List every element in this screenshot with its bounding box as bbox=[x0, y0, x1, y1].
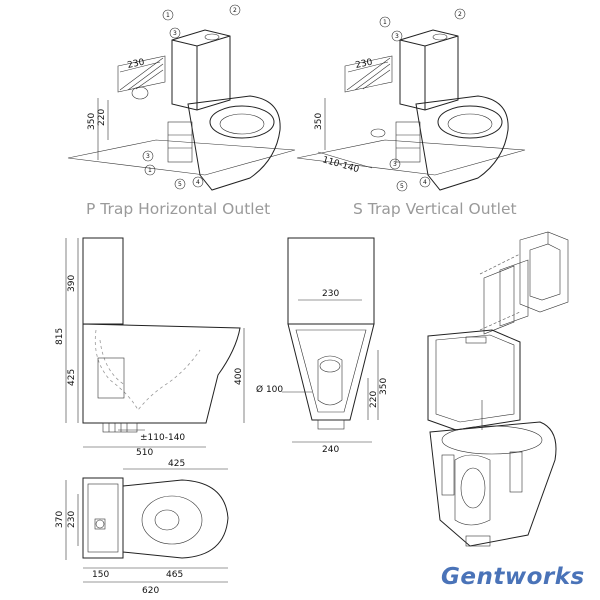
front-dim-220: 220 bbox=[369, 391, 379, 408]
callout-s3b: 3 bbox=[393, 161, 397, 168]
front-dim-350: 350 bbox=[379, 378, 389, 395]
plan-view-drawing: 425 370 230 150 465 620 bbox=[55, 459, 229, 596]
iso-p-dim-220: 220 bbox=[97, 109, 107, 126]
front-dim-240: 240 bbox=[322, 445, 339, 455]
front-dim-dia100: Ø 100 bbox=[256, 384, 283, 395]
exploded-iso-drawing bbox=[427, 231, 569, 547]
callout-s2: 2 bbox=[458, 11, 462, 18]
iso-s-dim-230: 230 bbox=[355, 58, 374, 71]
side-dim-390: 390 bbox=[67, 275, 77, 292]
caption-s-trap: S Trap Vertical Outlet bbox=[353, 200, 517, 218]
plan-dim-150: 150 bbox=[92, 570, 109, 580]
iso-p-dim-350: 350 bbox=[87, 113, 97, 130]
iso-s-trap-drawing: 230 350 110-140 1 2 3 3 5 4 bbox=[296, 8, 526, 192]
caption-p-trap: P Trap Horizontal Outlet bbox=[86, 200, 271, 218]
side-dim-425: 425 bbox=[67, 369, 77, 386]
side-elevation-drawing: 815 390 425 400 ±110-140 510 bbox=[55, 237, 245, 458]
iso-s-dim-range: 110-140 bbox=[321, 155, 360, 175]
side-dim-815: 815 bbox=[55, 328, 65, 345]
iso-p-dim-230: 230 bbox=[127, 58, 146, 71]
front-dim-230: 230 bbox=[322, 289, 339, 299]
callout-5: 5 bbox=[178, 181, 182, 188]
callout-2: 2 bbox=[233, 7, 237, 14]
callout-3: 3 bbox=[173, 30, 177, 37]
callout-1: 1 bbox=[166, 12, 170, 19]
callout-s4: 4 bbox=[423, 179, 427, 186]
side-dim-510: 510 bbox=[136, 448, 153, 458]
callout-3b: 3 bbox=[146, 153, 150, 160]
callout-s1: 1 bbox=[383, 19, 387, 26]
iso-s-dim-350: 350 bbox=[314, 113, 324, 130]
callout-s3: 3 bbox=[395, 33, 399, 40]
plan-dim-370: 370 bbox=[55, 511, 65, 528]
plan-dim-465: 465 bbox=[166, 570, 183, 580]
callout-s5: 5 bbox=[400, 183, 404, 190]
gentworks-logo: Gentworks bbox=[441, 564, 585, 590]
plan-dim-620: 620 bbox=[142, 586, 159, 596]
callout-4: 4 bbox=[196, 179, 200, 186]
side-dim-outlet-range: ±110-140 bbox=[140, 433, 185, 443]
front-elevation-drawing: 230 Ø 100 350 220 240 bbox=[256, 237, 389, 455]
plan-dim-230: 230 bbox=[67, 511, 77, 528]
plan-dim-425: 425 bbox=[168, 459, 185, 469]
iso-p-trap-drawing: 230 350 220 1 2 3 3 1 5 4 bbox=[67, 4, 296, 191]
callout-1b: 1 bbox=[148, 167, 152, 174]
side-dim-400: 400 bbox=[234, 368, 244, 385]
